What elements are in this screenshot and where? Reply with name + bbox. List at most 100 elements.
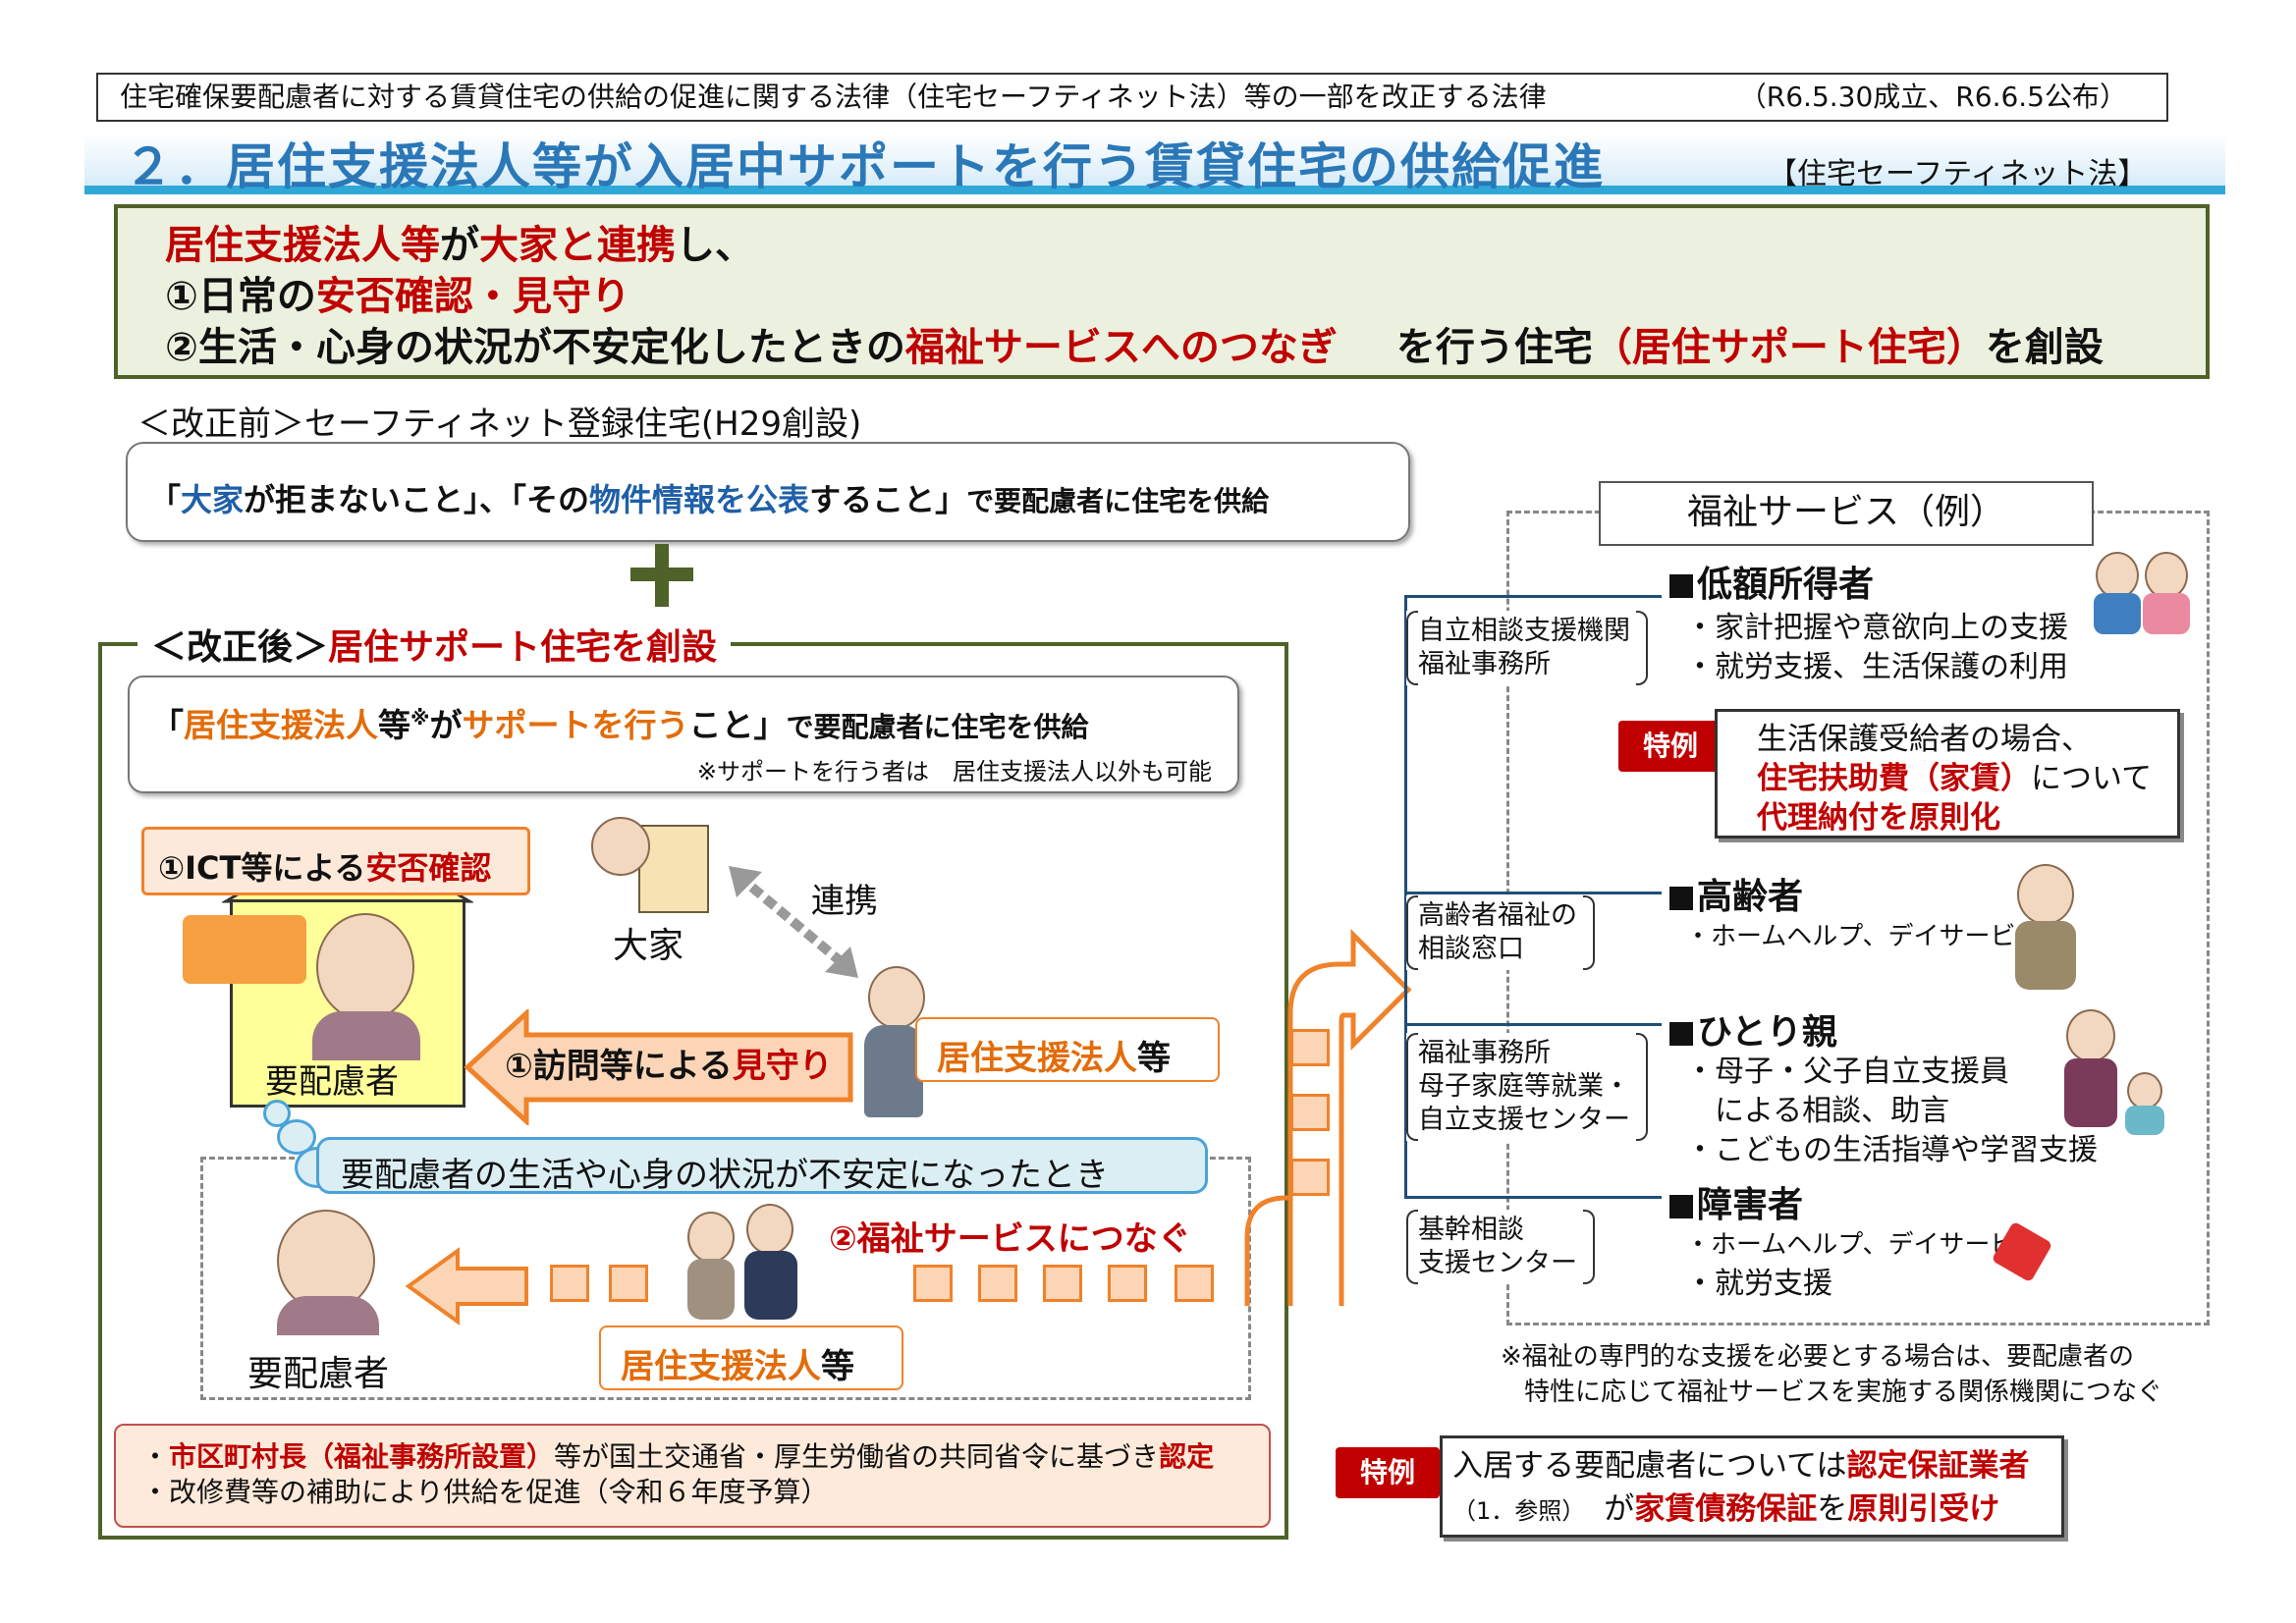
cert-text: 市区町村長 (169, 1440, 307, 1473)
tok1-text: 住宅扶助費（家賃） (1757, 761, 2031, 796)
page-title: ２．居住支援法人等が入居中サポートを行う賃貸住宅の供給促進 (124, 138, 1605, 195)
special-case-badge-1: 特例 (1618, 721, 1722, 772)
support-corp-label-2: 居住支援法人等 (599, 1325, 903, 1390)
summary-text: （居住サポート住宅） (1592, 325, 1986, 370)
child-body (2125, 1106, 2164, 1135)
dotted-square (1290, 1029, 1330, 1066)
special-case-box-1: 生活保護受給者の場合、 住宅扶助費（家賃）について 代理納付を原則化 (1715, 709, 2180, 839)
connector-line (1404, 1023, 1662, 1026)
connector-line (1404, 1196, 1662, 1199)
after-text: が (429, 706, 463, 744)
before-text: 「 (149, 481, 182, 518)
item-text: ・母子・父子自立支援員 (1685, 1055, 2009, 1089)
cooperation-arrow-icon (729, 866, 858, 978)
tok2-line-2: （1．参照） が家賃債務保証を原則引受け (1452, 1488, 2061, 1533)
staff-body (744, 1251, 797, 1320)
welfare-note: ※福祉の専門的な支援を必要とする場合は、要配慮者の 特性に応じて福祉サービスを実… (1501, 1339, 2162, 1410)
cert-text: ・ (141, 1440, 170, 1473)
category-items-2: ・ホームヘルプ、デイサービス (1685, 917, 2041, 956)
distressed-person-body (277, 1296, 379, 1335)
before-text: すること」 (809, 481, 967, 518)
dotted-square (913, 1265, 953, 1302)
tok1-text: 代理納付を原則化 (1757, 800, 2000, 836)
category-elderly: 高齢者 (1669, 868, 1803, 919)
agency-text: 基幹相談 (1418, 1215, 1524, 1245)
certification-note: ・市区町村長（福祉事務所設置）等が国土交通省・厚生労働省の共同省令に基づき認定 … (114, 1424, 1271, 1528)
item-text: による相談、助言 (1685, 1094, 1950, 1128)
cert-text: 等が国土交通省・厚生労働省の共同省令に基づき (554, 1440, 1160, 1473)
before-text: 大家 (181, 481, 245, 518)
connector-line (1404, 892, 1662, 894)
law-title: 住宅確保要配慮者に対する賃貸住宅の供給の促進に関する法律（住宅セーフティネット法… (120, 81, 1547, 113)
tok1-text: について (2031, 761, 2153, 796)
agency-text: 支援センター (1418, 1248, 1577, 1278)
after-text: 等 (378, 706, 410, 744)
parent-icon (2066, 1009, 2115, 1062)
summary-line-1: 居住支援法人等が大家と連携し、 (165, 220, 2206, 271)
landlord-label: 大家 (613, 926, 684, 966)
after-text: 「 (151, 706, 184, 744)
ict-text: ①ICT等による (158, 849, 366, 887)
dotted-square (550, 1265, 589, 1302)
visit-text-b: 見守り (732, 1047, 833, 1086)
special-case-box-2: 入居する要配慮者については認定保証業者 （1．参照） が家賃債務保証を原則引受け (1440, 1435, 2064, 1538)
welfare-note-line: ※福祉の専門的な支援を必要とする場合は、要配慮者の (1501, 1342, 2135, 1372)
sensor-lamp-icon (183, 915, 306, 984)
tok2-text: 家賃債務保証 (1634, 1491, 1818, 1527)
welfare-title: 福祉サービス（例） (1599, 481, 2094, 546)
summary-text: を創設 (1985, 325, 2104, 370)
tok2-text: 認定保証業者 (1846, 1448, 2030, 1484)
left-arrow (405, 1247, 528, 1325)
after-box-main: 「居住支援法人等※がサポートを行うこと」で要配慮者に住宅を供給 (151, 699, 1237, 746)
special-case-badge-2: 特例 (1336, 1447, 1440, 1498)
after-box-note: ※サポートを行う者は 居住支援法人以外も可能 (696, 758, 1212, 785)
support-corp-label: 居住支援法人等 (915, 1017, 1220, 1082)
summary-text: 居住支援法人等 (165, 223, 440, 268)
after-text: で要配慮者に住宅を供給 (786, 711, 1089, 743)
dotted-square (1290, 1094, 1330, 1131)
cert-text: 認定 (1159, 1440, 1215, 1473)
welfare-note-line: 特性に応じて福祉サービスを実施する関係機関につなぐ (1524, 1378, 2163, 1407)
cert-note-line-1: ・市区町村長（福祉事務所設置）等が国土交通省・厚生労働省の共同省令に基づき認定 (141, 1439, 1269, 1475)
after-text: 居住支援法人 (184, 706, 378, 744)
landlord-icon (591, 817, 650, 876)
plus-icon (630, 544, 693, 607)
thought-bubble (263, 1100, 291, 1127)
ict-check-box: ①ICT等による安否確認 (141, 827, 530, 895)
dotted-square (1290, 1159, 1330, 1196)
title-tag: 【住宅セーフティネット法】 (1768, 157, 2148, 191)
category-label: 障害者 (1697, 1185, 1804, 1225)
agency-3: 福祉事務所 母子家庭等就業・ 自立支援センター (1406, 1033, 1648, 1141)
category-items-4: ・ホームヘルプ、デイサービス ・就労支援 (1685, 1225, 2041, 1304)
tok2-line-1: 入居する要配慮者については認定保証業者 (1452, 1444, 2061, 1488)
agency-text: 相談窓口 (1418, 934, 1524, 964)
couple-icon (2096, 552, 2139, 599)
after-text: ※ (410, 706, 430, 730)
after-heading: ＜改正後＞居住サポート住宅を創設 (137, 619, 732, 670)
support-corp-text: 等 (821, 1347, 854, 1386)
tok2-text: （1．参照） (1452, 1497, 1574, 1525)
visit-text-a: ①訪問等による (505, 1047, 733, 1086)
category-items-1: ・家計把握や意欲向上の支援 ・就労支援、生活保護の利用 (1685, 609, 2068, 687)
couple-body (2094, 593, 2141, 634)
elderly-companion-body (687, 1259, 735, 1320)
item-text: ・家計把握や意欲向上の支援 (1685, 611, 2068, 645)
couple-icon (2145, 552, 2188, 599)
law-date: （R6.5.30成立、R6.6.5公布） (1738, 81, 2127, 113)
summary-text: を行う住宅 (1395, 325, 1593, 370)
elderly-companion-icon (687, 1212, 735, 1263)
summary-box: 居住支援法人等が大家と連携し、 ①日常の安否確認・見守り ②生活・心身の状況が不… (114, 204, 2210, 379)
summary-text: ②生活・心身の状況が不安定化したときの (165, 325, 905, 370)
dotted-square (609, 1265, 648, 1302)
before-box: 「大家が拒まないこと」、「その物件情報を公表すること」で要配慮者に住宅を供給 (126, 442, 1410, 542)
agency-2: 高齢者福祉の 相談窓口 (1406, 895, 1595, 970)
elderly-person-icon (316, 913, 414, 1021)
agency-text: 自立支援センター (1418, 1105, 1630, 1135)
tok2-text: が (1604, 1491, 1635, 1527)
summary-line-2: ①日常の安否確認・見守り (165, 271, 2206, 322)
summary-text: 福祉サービスへのつなぎ (904, 325, 1338, 370)
dotted-square (1175, 1265, 1214, 1302)
couple-body (2143, 593, 2190, 634)
category-low-income: 低額所得者 (1669, 556, 1874, 607)
title-underline (84, 186, 2225, 194)
